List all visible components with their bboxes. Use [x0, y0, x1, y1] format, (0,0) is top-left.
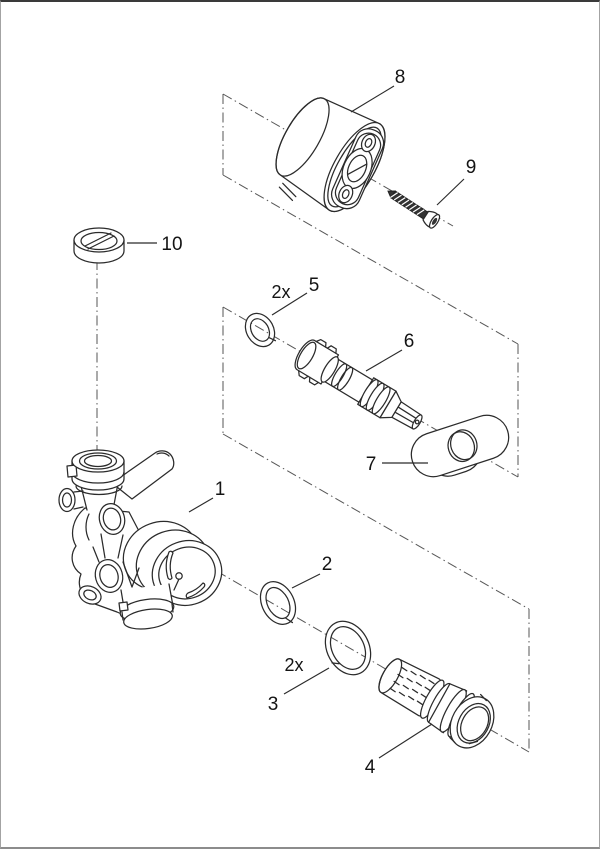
leader-1 [188, 497, 214, 513]
label-qty-part-3: 2x [284, 655, 303, 675]
leader-4 [378, 723, 433, 759]
part-1-valve-body [58, 449, 223, 630]
label-qty-part-5: 2x [271, 282, 290, 302]
label-part-10: 10 [161, 234, 182, 255]
part-2-o-ring [259, 581, 297, 625]
label-part-4: 4 [365, 757, 376, 778]
label-part-3: 3 [268, 694, 279, 715]
part-8-escutcheon-housing [275, 97, 386, 213]
leader-8 [350, 85, 395, 113]
screw-thread-hatching [390, 192, 425, 216]
label-part-9: 9 [466, 157, 477, 178]
label-part-2: 2 [322, 554, 333, 575]
part-10-slotted-cap [73, 227, 125, 264]
callout-labels: 8 9 10 2x 5 6 7 1 2 2x 3 4 [161, 67, 476, 778]
group8-9-box-bottom-edge [222, 174, 519, 345]
leader-5 [271, 292, 308, 316]
label-part-1: 1 [215, 479, 226, 500]
label-part-7: 7 [366, 454, 377, 475]
leader-2 [291, 573, 321, 589]
cartridge-slots [389, 666, 435, 706]
screw-hex-socket [431, 217, 438, 225]
part-7-oval-plate [410, 414, 510, 478]
label-part-6: 6 [404, 331, 415, 352]
leader-9 [436, 178, 465, 206]
leader-3 [283, 667, 330, 695]
label-part-8: 8 [395, 67, 406, 88]
leader-6 [365, 349, 403, 372]
part-3-seal-ring [324, 620, 372, 676]
escutcheon-tab [278, 182, 297, 202]
leader-lines [127, 85, 465, 759]
bayonet-tabs [449, 693, 487, 745]
part-4-check-valve-cartridge [378, 658, 495, 749]
part-6-cartridge [294, 338, 423, 430]
group5-7-box-bottom-edge [222, 433, 530, 610]
part-9-screw [387, 190, 441, 229]
part-5-o-ring [244, 312, 277, 348]
label-part-5: 5 [309, 275, 320, 296]
